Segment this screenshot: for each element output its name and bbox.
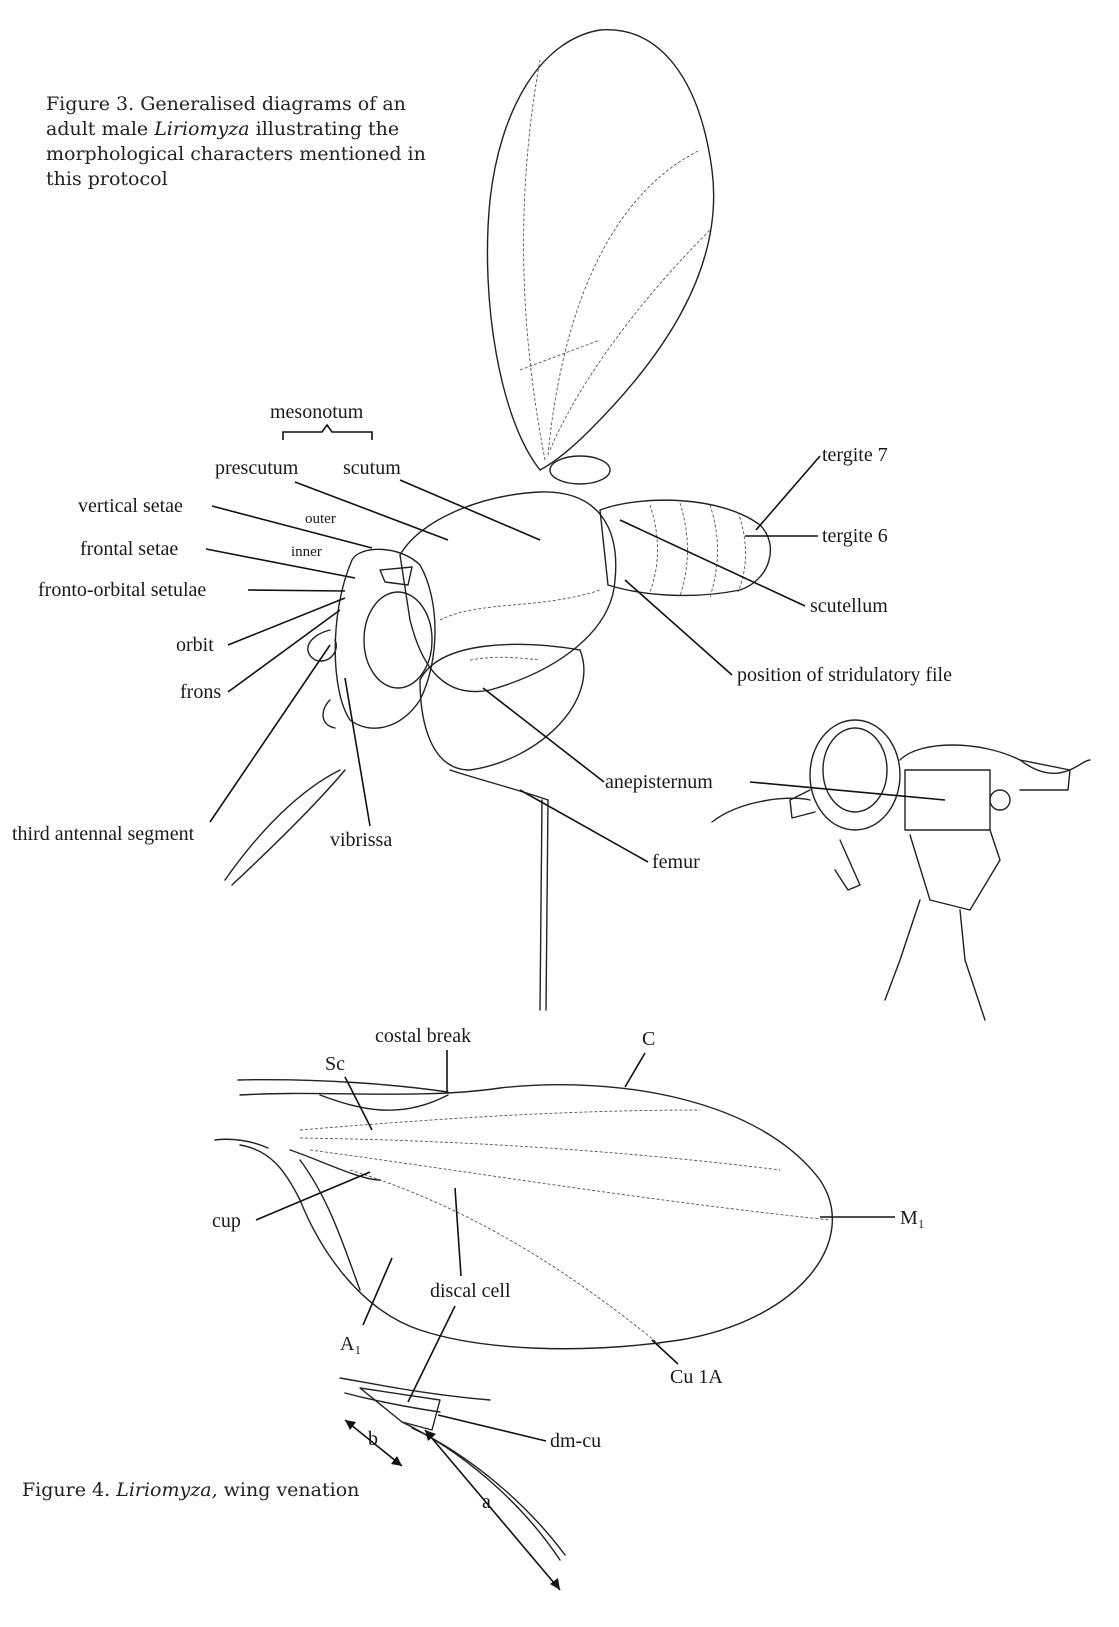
leader-vertical-setae [212, 506, 372, 548]
detail-cell [360, 1388, 440, 1430]
wing4-costa [238, 1080, 448, 1092]
label-femur: femur [652, 851, 700, 873]
leader-orbit [228, 598, 345, 645]
label-costal-break: costal break [375, 1025, 471, 1047]
side-head-coxa [910, 830, 1000, 910]
leader-dm-cu [438, 1415, 546, 1441]
fly-foreleg [225, 770, 340, 880]
fly-thorax-suture [440, 590, 600, 620]
fly-antenna-arista [323, 700, 335, 728]
leader-discal-cell [455, 1188, 461, 1276]
label-vibrissa: vibrissa [330, 829, 392, 851]
label-prescutum: prescutum [215, 457, 299, 479]
detail-lower-vein [345, 1393, 440, 1412]
leader-tergite-7 [756, 456, 820, 530]
fly-thorax-lower [420, 644, 584, 770]
measure-arrow-a [425, 1430, 560, 1590]
wing4-sc [320, 1095, 448, 1110]
side-head-eye-inner [823, 728, 887, 812]
discal-cell-detail [340, 1378, 565, 1560]
fly-midleg-femur [450, 770, 548, 800]
leader-sc [345, 1077, 372, 1130]
label-a1: A₁ [340, 1333, 361, 1355]
fly-wing-vein-2 [548, 150, 700, 455]
fly-head-side-view [712, 720, 1090, 1020]
measure-arrow-b [345, 1420, 402, 1466]
label-cu1a: Cu 1A [670, 1366, 723, 1388]
wing4-base [215, 1139, 268, 1148]
label-anepisternum: anepisternum [605, 771, 713, 793]
label-m1: M₁ [900, 1207, 925, 1229]
label-discal-cell: discal cell [430, 1280, 511, 1302]
detail-vein-long [402, 1422, 560, 1560]
fly-abdomen-seg-3 [710, 505, 718, 597]
fly-compound-eye [364, 592, 432, 688]
side-head-leg-1 [885, 900, 920, 1000]
leader-third-antennal-segment [210, 645, 330, 822]
wing4-outline [240, 1085, 832, 1349]
label-sc: Sc [325, 1053, 345, 1075]
leader-anepisternum [483, 688, 604, 782]
label-c: C [642, 1028, 655, 1050]
label-dm-cu: dm-cu [550, 1430, 601, 1452]
label-outer: outer [305, 511, 336, 527]
label-scutellum: scutellum [810, 595, 888, 617]
leader-frontal-setae [206, 549, 355, 578]
leader-femur [520, 790, 648, 862]
label-orbit: orbit [176, 634, 214, 656]
label-tergite-7: tergite 7 [822, 444, 888, 466]
side-head-antennal-line [712, 798, 810, 822]
wing4-r23 [300, 1138, 780, 1170]
label-cup: cup [212, 1210, 241, 1232]
side-head-thorax [900, 745, 1090, 773]
leader-cu1a [652, 1340, 678, 1364]
fly-wing-vein-3 [550, 230, 710, 450]
leader-c [625, 1053, 645, 1087]
fly-foreleg-2 [232, 770, 345, 885]
label-third-antennal-segment: third antennal segment [12, 823, 195, 845]
label-frontal-setae: frontal setae [80, 538, 178, 560]
wing4-r1 [300, 1110, 700, 1130]
fly-thorax-stripe [470, 657, 540, 660]
fly-head [335, 549, 435, 728]
label-frons: frons [180, 681, 221, 703]
label-fronto-orbital-setulae: fronto-orbital setulae [38, 579, 206, 601]
leader-fronto-orbital [248, 590, 345, 591]
leader-discal-cell-detail [408, 1306, 455, 1402]
leader-anepisternum-side [750, 782, 945, 800]
fly-halter [550, 456, 610, 484]
label-inner: inner [291, 544, 322, 560]
side-head-body [905, 770, 990, 830]
label-vertical-setae: vertical setae [78, 495, 183, 517]
side-head-antenna [790, 790, 815, 818]
fly-abdomen-seg-1 [650, 505, 658, 592]
label-stridulatory-file: position of stridulatory file [737, 664, 952, 686]
label-mesonotum: mesonotum [270, 401, 364, 423]
fly-midleg-tibia-2 [546, 800, 548, 1010]
wing-venation-drawing [215, 1080, 832, 1349]
fly-abdomen-seg-4 [738, 512, 746, 592]
mesonotum-brace [283, 425, 372, 440]
fly-wing-vein-4 [520, 340, 600, 370]
side-head-mouth [835, 840, 860, 890]
fly-ocellar-plate [380, 567, 412, 585]
fly-wing-vein-1 [524, 60, 545, 460]
leader-vibrissa [345, 678, 370, 826]
wing4-r45 [310, 1150, 830, 1220]
wing4-m [350, 1170, 660, 1345]
side-head-leg-2 [960, 910, 985, 1020]
label-scutum: scutum [343, 457, 401, 479]
fly-midleg-tibia [540, 800, 542, 1010]
fly-wing-outline [487, 30, 713, 470]
side-head-spiracle [990, 790, 1010, 810]
label-tergite-6: tergite 6 [822, 525, 888, 547]
